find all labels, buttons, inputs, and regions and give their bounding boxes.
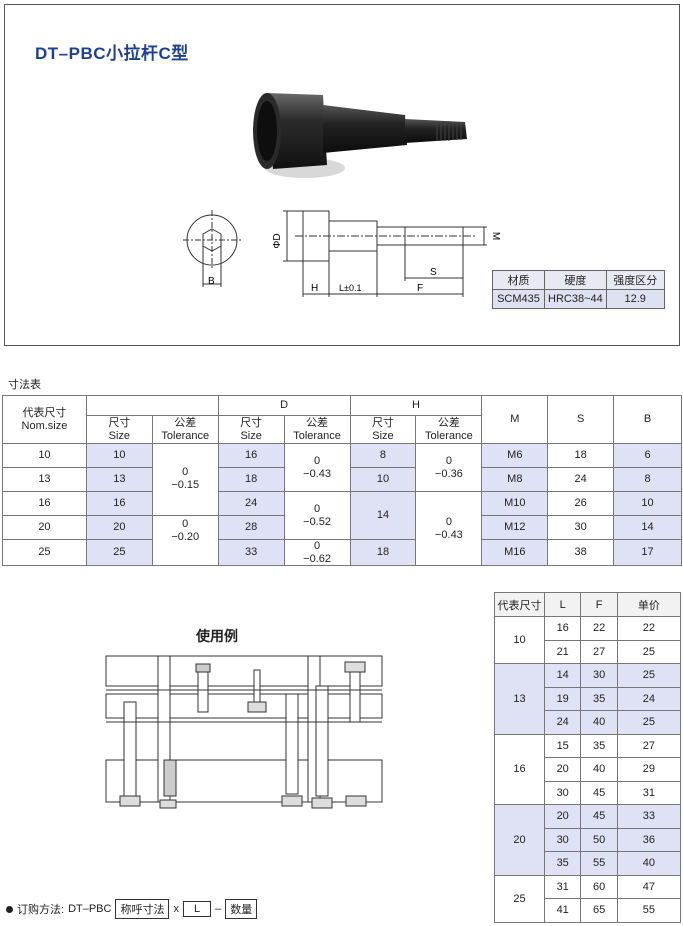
order-method: 订购方法: DT–PBC 称呼寸法 x L – 数量 — [6, 899, 258, 919]
order-label: 订购方法: — [17, 904, 65, 916]
order-times: x — [173, 903, 179, 915]
len-header-f: F — [580, 592, 618, 617]
dims-section-label: 寸法表 — [8, 379, 41, 391]
product-photo — [253, 93, 467, 178]
len-header-l: L — [543, 592, 582, 617]
label-m: M — [490, 232, 501, 240]
label-b: B — [208, 276, 215, 287]
strength-header: 强度区分 — [605, 270, 665, 290]
order-code: DT–PBC — [68, 903, 112, 915]
label-f: F — [417, 283, 423, 294]
material-header: 材质 — [492, 270, 545, 290]
len-header-price: 单价 — [616, 592, 682, 617]
header-blank — [85, 395, 219, 416]
usage-example-title: 使用例 — [196, 628, 238, 644]
table-row: 13 13 18 10 M8 24 8 — [2, 467, 682, 492]
table-row: 16 16 24 0−0.52 14 0−0.43 M10 26 10 — [2, 490, 682, 567]
hardness-value: HRC38~44 — [544, 289, 607, 309]
header-s: S — [547, 395, 615, 444]
technical-drawing: B ΦD M H L±0.1 S F — [183, 210, 501, 297]
usage-example-drawing — [105, 655, 383, 809]
order-dash: – — [215, 903, 222, 915]
label-phi-d: ΦD — [272, 233, 283, 248]
material-value: SCM435 — [492, 289, 545, 309]
header-h: H — [349, 395, 483, 416]
order-quantity: 数量 — [225, 899, 258, 919]
header-m: M — [481, 395, 549, 444]
material-table: 材质 硬度 强度区分 SCM435 HRC38~44 12.9 — [492, 270, 665, 309]
hardness-header: 硬度 — [544, 270, 607, 290]
table-row: 25 25 33 0−0.62 18 M16 38 17 — [2, 538, 682, 567]
product-title: DT–PBC小拉杆C型 — [35, 44, 189, 63]
order-length: L — [182, 901, 212, 917]
strength-value: 12.9 — [605, 289, 665, 309]
table-row: 20 20 0−0.20 28 M12 30 14 — [2, 514, 682, 567]
table-row: 10 10 0−0.15 16 0−0.43 8 0−0.36 M6 18 6 — [2, 443, 682, 516]
len-header-nom: 代表尺寸 — [494, 592, 545, 617]
label-s: S — [430, 267, 437, 278]
product-panel: DT–PBC小拉杆C型 — [4, 4, 680, 346]
label-h: H — [311, 283, 318, 294]
bullet-icon — [6, 905, 13, 913]
label-l: L±0.1 — [339, 283, 361, 293]
header-d: D — [217, 395, 351, 416]
header-b: B — [613, 395, 682, 444]
order-nominal-size: 称呼寸法 — [115, 899, 170, 919]
